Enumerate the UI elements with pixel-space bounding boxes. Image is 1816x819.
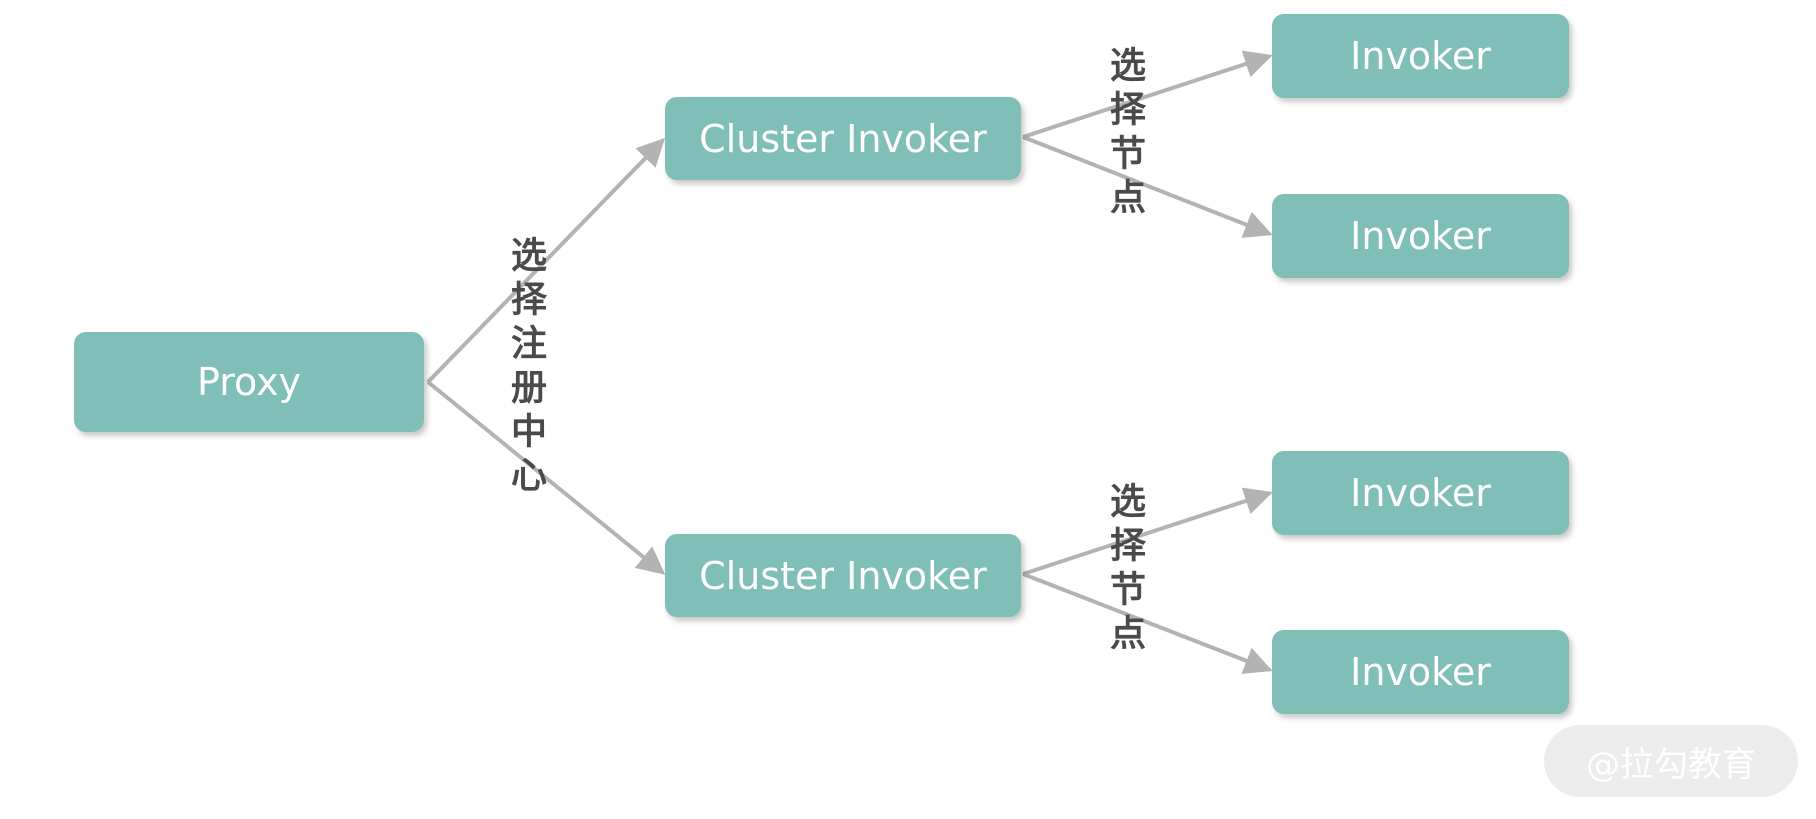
invoker-3-label: Invoker [1350, 471, 1491, 515]
invoker-1-label: Invoker [1350, 34, 1491, 78]
proxy-node: Proxy [74, 332, 424, 432]
invoker-node-4: Invoker [1272, 630, 1569, 714]
cluster-invoker-top-label: Cluster Invoker [699, 116, 987, 161]
invoker-4-label: Invoker [1350, 650, 1491, 694]
edge-cluster-top-to-invoker-2 [1022, 135, 1273, 238]
proxy-node-label: Proxy [196, 360, 302, 404]
cluster-invoker-bottom-label: Cluster Invoker [699, 553, 987, 598]
edge-label-select-node-top: 选择节点 [1104, 46, 1145, 222]
edge-cluster-bottom-to-invoker-3 [1022, 487, 1273, 576]
invoker-node-3: Invoker [1272, 451, 1569, 535]
edge-cluster-bottom-to-invoker-4 [1022, 572, 1273, 674]
invoker-node-1: Invoker [1272, 14, 1569, 98]
invoker-2-label: Invoker [1350, 214, 1491, 258]
edge-label-select-registry: 选择注册中心 [505, 236, 546, 500]
watermark-badge: @拉勾教育 [1544, 725, 1798, 797]
edge-label-select-node-bottom: 选择节点 [1104, 482, 1145, 658]
edge-proxy-to-cluster-bottom [426, 380, 666, 575]
invoker-node-2: Invoker [1272, 194, 1569, 278]
cluster-invoker-node-top: Cluster Invoker [665, 97, 1021, 180]
edge-proxy-to-cluster-top [426, 137, 665, 384]
cluster-invoker-node-bottom: Cluster Invoker [665, 534, 1021, 617]
edge-cluster-top-to-invoker-1 [1022, 50, 1273, 139]
